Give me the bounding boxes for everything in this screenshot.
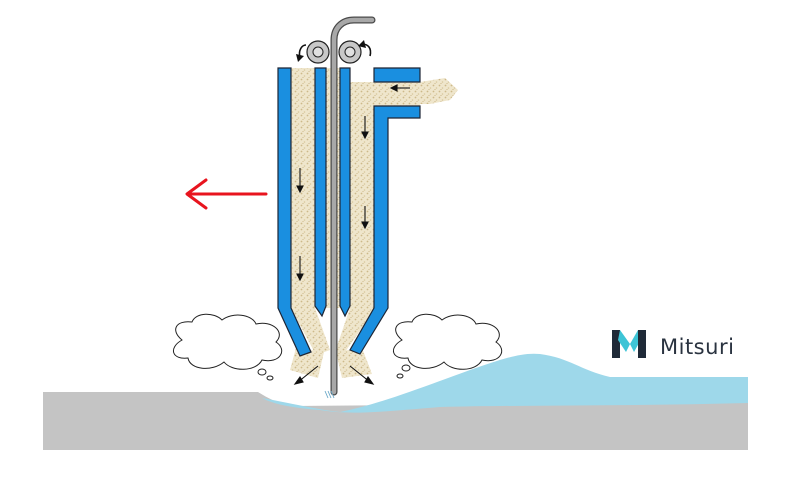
rotation-arrow-icon — [358, 40, 372, 57]
travel-arrow-icon — [185, 178, 268, 210]
arc-spark — [324, 390, 335, 399]
mitsuri-m-icon — [612, 330, 646, 358]
logo-text: Mitsuri — [660, 335, 734, 359]
mitsuri-logo: Mitsuri — [612, 330, 734, 359]
rotation-arrow-icon — [296, 44, 307, 62]
base-metal — [43, 392, 748, 450]
flow-arrow-icon — [293, 84, 410, 385]
flux-granules — [290, 68, 458, 378]
gas-cloud-icon — [393, 313, 503, 379]
gas-cloud-icon — [173, 313, 283, 381]
nozzle-walls — [277, 67, 421, 357]
feed-roller-icon — [338, 40, 362, 64]
feed-roller-icon — [306, 40, 330, 64]
weld-pool — [262, 353, 748, 413]
welding-wire-core — [331, 17, 375, 395]
